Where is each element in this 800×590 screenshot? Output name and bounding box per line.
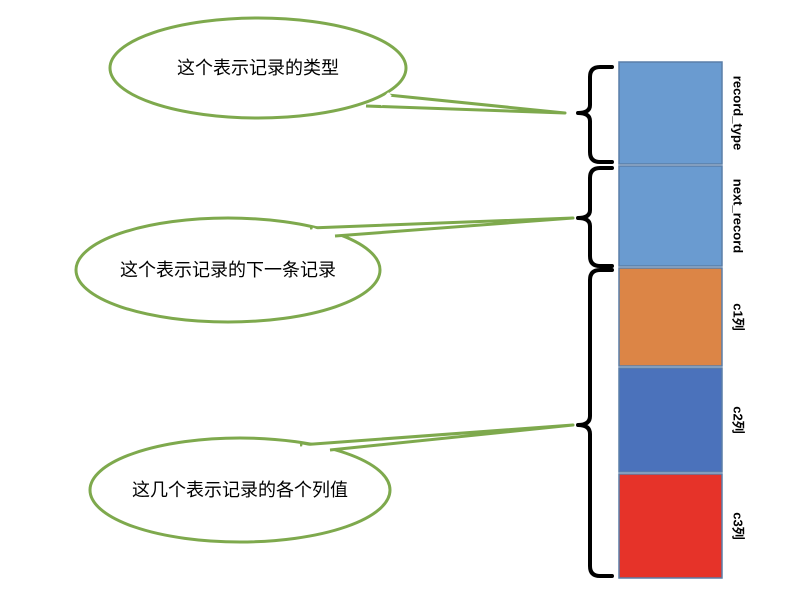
segment-label: c1列 (731, 303, 746, 330)
callout-text: 这个表示记录的下一条记录 (120, 260, 336, 281)
record-segments: record_type next_record c1列 c2列 c3列 (618, 61, 746, 579)
brace-next-record (576, 166, 614, 268)
callout-column-values: 这几个表示记录的各个列值 (88, 423, 575, 544)
segment-c2-: c2列 (618, 367, 746, 473)
brace-column-values (576, 268, 614, 578)
segment-label: c2列 (731, 406, 746, 433)
segment-c1-: c1列 (618, 267, 746, 367)
segment-c3-: c3列 (618, 473, 746, 579)
segment-label: record_type (731, 76, 746, 150)
segment-label: c3列 (731, 512, 746, 539)
segment-next-record: next_record (618, 165, 746, 267)
segment-label: next_record (731, 179, 746, 253)
segment-block (618, 367, 723, 473)
callout-bubble (74, 216, 382, 324)
callout-bubble (108, 16, 408, 120)
segment-block (618, 61, 723, 165)
brace-record-type (576, 65, 614, 164)
callout-record-type: 这个表示记录的类型 (108, 16, 567, 120)
segment-block (618, 165, 723, 267)
callout-text: 这几个表示记录的各个列值 (132, 480, 348, 501)
segment-block (618, 267, 723, 367)
callout-next-record: 这个表示记录的下一条记录 (74, 216, 575, 324)
callout-bubble (88, 436, 392, 544)
callout-pointer (309, 216, 575, 238)
callout-pointer (365, 93, 567, 115)
callout-pointer (299, 423, 575, 452)
callout-text: 这个表示记录的类型 (177, 58, 339, 79)
segment-record-type: record_type (618, 61, 746, 165)
segment-block (618, 473, 723, 579)
